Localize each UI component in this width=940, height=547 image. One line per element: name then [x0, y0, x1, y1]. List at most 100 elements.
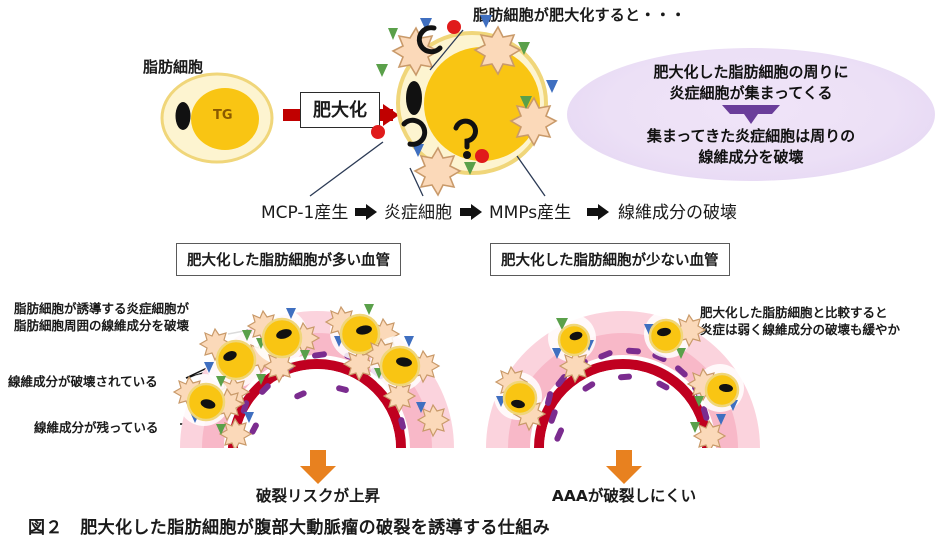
inflammatory-cell-icon — [558, 349, 593, 384]
lipid-droplet — [191, 88, 259, 150]
vessel-arch-left — [172, 304, 454, 448]
chain-item-fiber-destruction: 線維成分の破壊 — [618, 203, 737, 223]
triangle-blue-icon — [480, 15, 492, 28]
inflammatory-cell-icon — [473, 25, 522, 76]
result-arrow-left-icon — [300, 450, 336, 484]
nucleus-icon — [200, 399, 216, 409]
callout-down-arrow-icon — [722, 105, 780, 124]
callout-line-1: 肥大化した脂肪細胞の周りに — [653, 63, 849, 81]
chain-arrow-2-icon — [460, 204, 482, 220]
inflammatory-cell-icon — [509, 96, 558, 147]
triangle-green-icon — [676, 348, 686, 359]
adipocyte-cluster — [364, 336, 441, 414]
adipocyte-cluster-small — [690, 414, 727, 448]
triangle-green-icon — [520, 96, 532, 109]
annotation-right-1-line-1: 肥大化した脂肪細胞と比較すると — [700, 305, 888, 320]
chain-arrow-1-icon — [355, 204, 377, 220]
annotation-left-3-line-1: 線維成分が残っている — [34, 420, 159, 435]
triangle-green-icon — [364, 304, 374, 315]
callout-line-2: 炎症細胞が集まってくる — [669, 84, 833, 102]
nucleus-icon — [657, 327, 671, 337]
vessel-lumen-ring — [228, 359, 406, 448]
adipocyte-cluster-small — [416, 402, 451, 438]
vessel-media — [508, 333, 738, 448]
annotation-left-1-line-1: 脂肪細胞が誘導する炎症細胞が — [14, 301, 190, 316]
panel-header-left: 肥大化した脂肪細胞が多い血管 — [176, 243, 401, 276]
triangle-green-icon — [518, 42, 530, 55]
vessel-lumen-ring — [534, 359, 712, 448]
result-label-left: 破裂リスクが上昇 — [255, 487, 380, 505]
annotation-right-1: 肥大化した脂肪細胞と比較すると 炎症は弱く線維成分の破壊も緩やか — [700, 305, 900, 338]
vessel-arch-right — [486, 310, 760, 448]
mcp1-markers — [371, 20, 489, 163]
annotation-left-2: 線維成分が破壊されている — [8, 374, 158, 391]
adipocyte-cluster-group — [494, 310, 744, 448]
leader-line-mcp1 — [309, 141, 384, 197]
chain-leader-lines — [309, 29, 546, 197]
triangle-blue-icon — [416, 402, 426, 413]
lipid-droplet-large — [424, 47, 540, 161]
adipocyte-cluster — [172, 374, 245, 426]
triangle-green-icon — [216, 376, 226, 387]
triangle-green-icon — [256, 374, 266, 385]
chain-item-mcp1: MCP-1産生 — [261, 203, 349, 223]
triangle-blue-icon — [244, 412, 254, 423]
annotation-left-1: 脂肪細胞が誘導する炎症細胞が 脂肪細胞周囲の線維成分を破壊 — [14, 301, 189, 334]
adipocyte-cluster — [644, 310, 707, 359]
leader-line-inflammatory — [409, 167, 424, 197]
nucleus-icon — [569, 331, 583, 341]
inflammatory-cell-icon — [692, 419, 727, 448]
vessel-lumen — [238, 369, 396, 448]
triangle-blue-icon — [204, 362, 214, 373]
triangle-green-icon — [464, 162, 476, 175]
triangle-blue-icon — [716, 414, 726, 425]
nucleus-icon — [276, 329, 292, 339]
nucleus-icon — [356, 325, 372, 335]
adipocyte-label: 脂肪細胞 — [143, 58, 204, 76]
annotation-left-1-line-2: 脂肪細胞周囲の線維成分を破壊 — [14, 317, 190, 333]
adipocyte-cluster-group — [172, 304, 451, 448]
triangle-green-icon — [242, 330, 252, 341]
inflammatory-cell-icon — [218, 417, 253, 448]
inflammatory-cell-icon — [413, 146, 462, 197]
mcp1-hook-icon — [401, 117, 428, 147]
nucleus-icon — [511, 399, 525, 409]
leader-line-mmps — [516, 155, 546, 197]
mmp-question-dot-icon — [463, 151, 471, 159]
hypertrophy-box: 肥大化 — [300, 92, 380, 128]
triangle-green-icon — [690, 422, 700, 433]
triangle-markers — [376, 15, 558, 175]
leader-line-title — [429, 29, 464, 71]
adipocyte-hypertrophied — [396, 31, 548, 175]
triangle-green-icon — [300, 350, 310, 361]
nucleus-icon — [719, 383, 733, 393]
triangle-blue-icon — [552, 348, 562, 359]
annotation-right-1-line-2: 炎症は弱く線維成分の破壊も緩やか — [700, 321, 901, 337]
triangle-blue-icon — [420, 18, 432, 31]
nucleus-icon — [406, 81, 422, 115]
panel-header-right: 肥大化した脂肪細胞が少ない血管 — [490, 243, 730, 276]
result-arrow-right-icon — [606, 450, 642, 484]
adipocyte-circle — [379, 345, 421, 387]
chain-item-inflammatory: 炎症細胞 — [384, 203, 452, 223]
page-title: 脂肪細胞が肥大化すると・・・ — [473, 6, 686, 24]
peri-adipocyte-cells — [371, 15, 558, 197]
nucleus-icon — [223, 351, 237, 361]
mcp1-dot-icon — [475, 149, 489, 163]
triangle-green-icon — [388, 28, 398, 40]
triangle-green-icon — [694, 396, 704, 407]
mcp1-hook-icon — [416, 25, 443, 55]
annotation-left-2-line-1: 線維成分が破壊されている — [8, 374, 158, 389]
nucleus-icon — [175, 102, 191, 130]
chain-item-mmps: MMPs産生 — [489, 203, 572, 223]
adipocyte-circle — [215, 339, 257, 381]
inflammatory-cell-icon — [382, 379, 417, 414]
annotation-left-3: 線維成分が残っている — [34, 420, 158, 437]
adipocyte-cluster — [686, 364, 744, 412]
triangle-blue-icon — [412, 144, 424, 157]
mmp-question-icon — [453, 118, 478, 150]
adipocyte-small — [160, 72, 274, 164]
figure-caption: 図２ 肥大化した脂肪細胞が腹部大動脈瘤の破裂を誘導する仕組み — [28, 518, 550, 538]
triangle-green-icon — [376, 64, 388, 77]
adipocyte-cluster — [246, 308, 321, 384]
